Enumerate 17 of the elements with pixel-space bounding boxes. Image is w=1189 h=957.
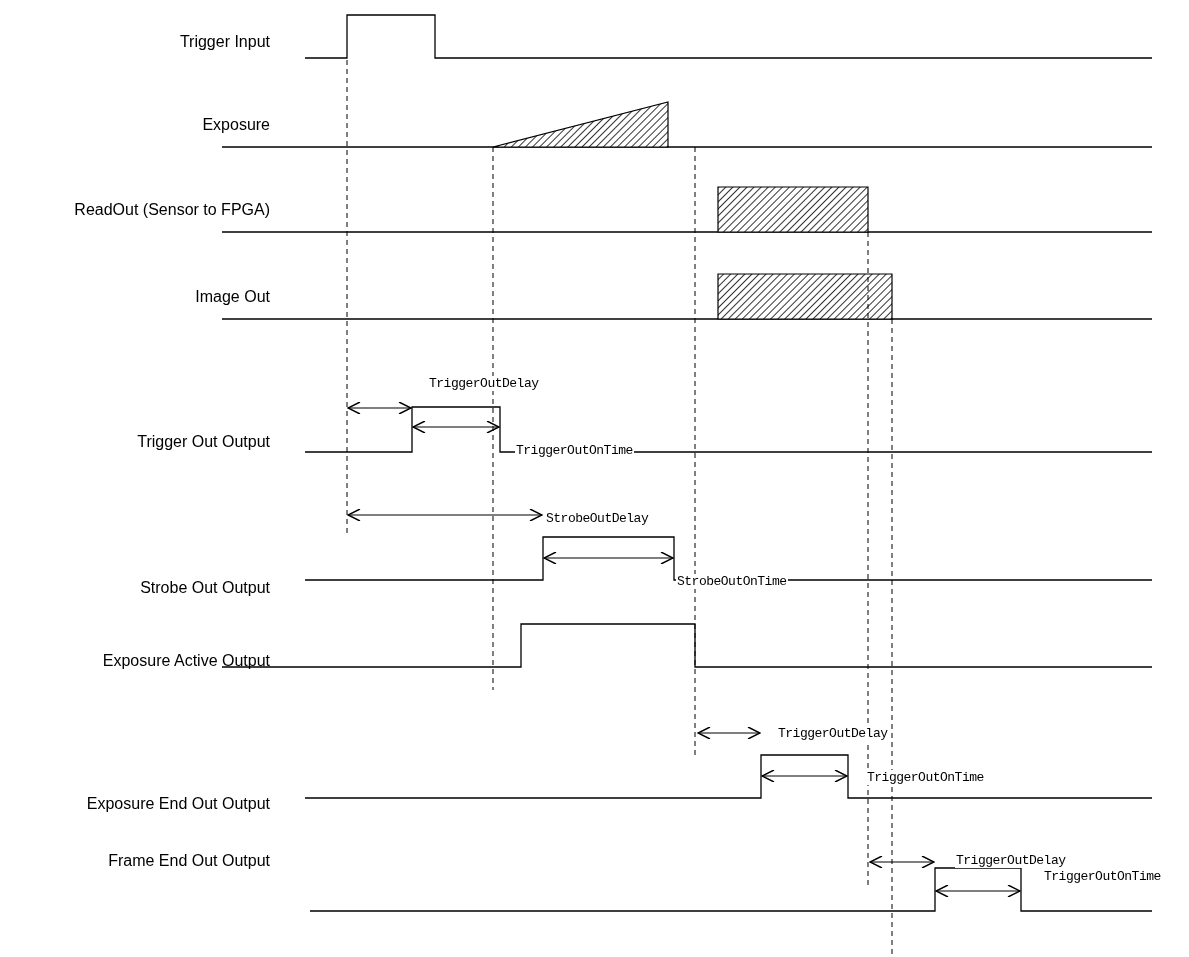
timing-label: TriggerOutOnTime [515, 443, 634, 458]
signal-name: Exposure Active Output [102, 652, 270, 670]
timing-label: TriggerOutOnTime [866, 770, 985, 785]
signal-name: Exposure End Out Output [86, 795, 270, 813]
timing-label: TriggerOutDelay [777, 726, 889, 741]
timing-label: TriggerOutDelay [428, 376, 540, 391]
signal-name: Frame End Out Output [108, 852, 270, 870]
timing-label: TriggerOutDelay [955, 853, 1067, 868]
timing-label: StrobeOutOnTime [676, 574, 788, 589]
timing-label: TriggerOutOnTime [1043, 869, 1162, 884]
signal-name: Trigger Out Output [137, 433, 270, 451]
signal-name: Trigger Input [179, 33, 270, 51]
signal-name: ReadOut (Sensor to FPGA) [74, 201, 270, 219]
timing-label: StrobeOutDelay [545, 511, 650, 526]
signal-name: Exposure [202, 116, 270, 134]
signal-name: Strobe Out Output [140, 579, 270, 597]
signal-name: Image Out [195, 288, 270, 306]
